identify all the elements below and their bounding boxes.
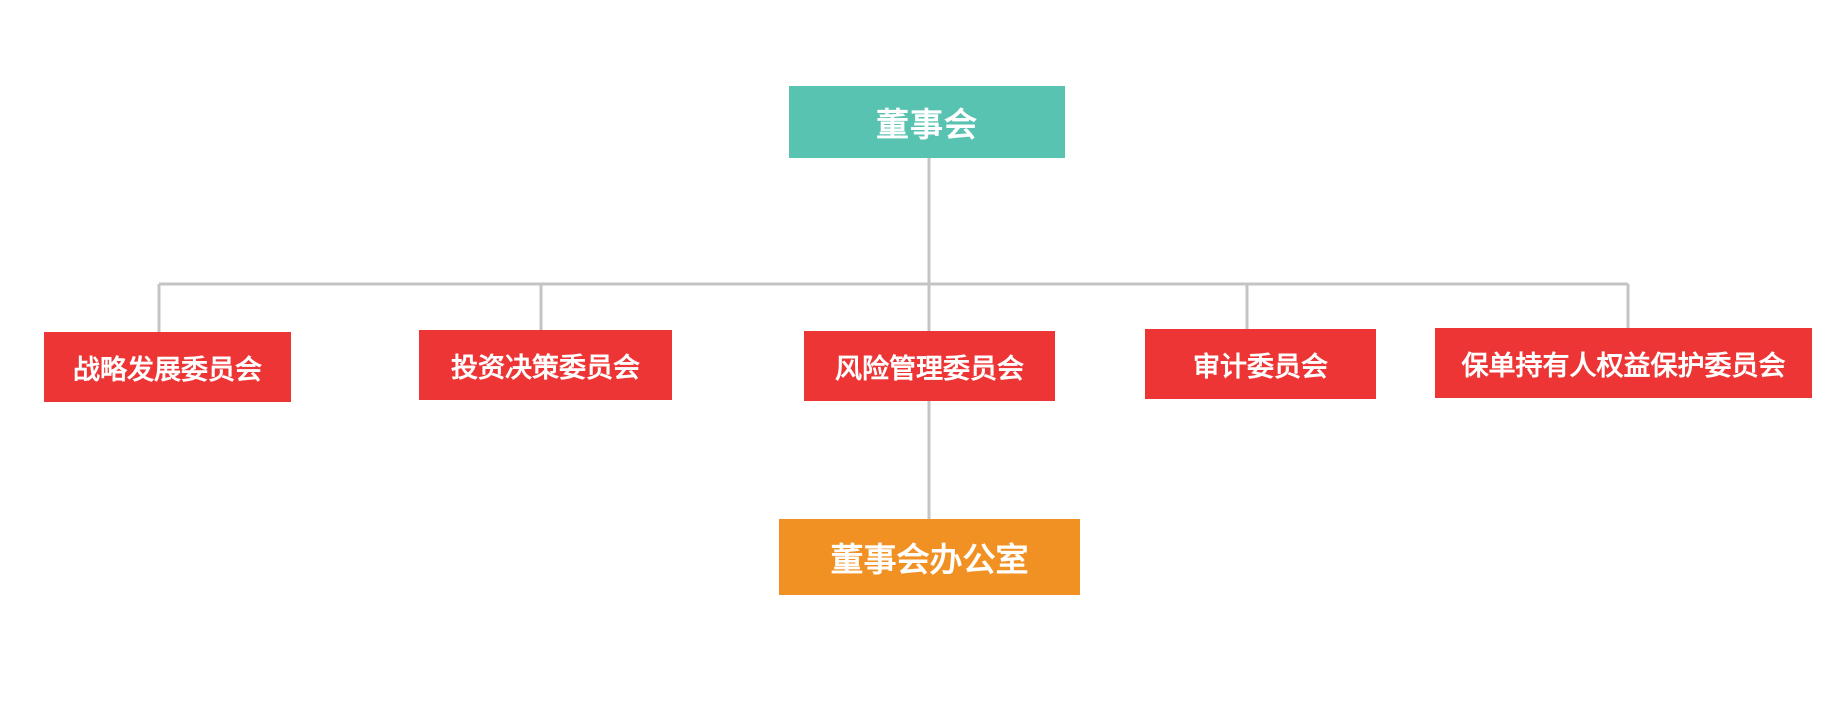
board-office-node: 董事会办公室	[779, 519, 1080, 595]
committee-node-risk: 风险管理委员会	[804, 331, 1055, 401]
committee-node-investment: 投资决策委员会	[419, 330, 672, 400]
board-of-directors-node: 董事会	[789, 86, 1065, 158]
committee-node-policyholder: 保单持有人权益保护委员会	[1435, 328, 1812, 398]
committee-node-audit: 审计委员会	[1145, 329, 1376, 399]
committee-node-strategy: 战略发展委员会	[44, 332, 291, 402]
